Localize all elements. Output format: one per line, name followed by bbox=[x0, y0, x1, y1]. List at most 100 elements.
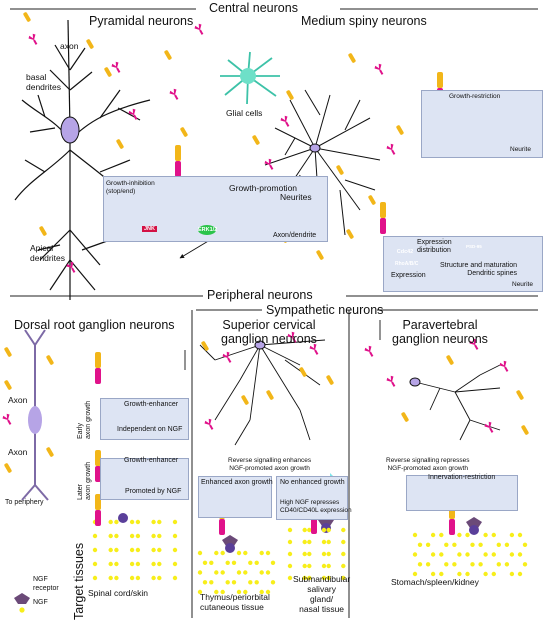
cd40l-ligand bbox=[286, 90, 294, 100]
growth-enhancer-1: Growth-enhancer bbox=[124, 401, 179, 408]
cd40-receptor bbox=[469, 338, 479, 350]
cd40l-ligand bbox=[4, 380, 12, 390]
neurites-label: Neurites bbox=[280, 192, 312, 202]
ngf-dot bbox=[321, 575, 327, 581]
ngf-dot bbox=[430, 571, 436, 577]
pvg-target-label: Stomach/spleen/kidney bbox=[391, 577, 479, 587]
scg-target-1: Thymus/periorbital cutaneous tissue bbox=[200, 592, 270, 612]
ngf-dot bbox=[504, 562, 510, 567]
cd40l-ligand bbox=[104, 67, 112, 77]
ngf-dot bbox=[265, 550, 271, 556]
ngf-dot bbox=[522, 562, 528, 567]
drg-early-panel bbox=[100, 398, 189, 440]
ngf-dot bbox=[254, 580, 259, 585]
cd40-receptor bbox=[374, 63, 384, 75]
ngf-dot bbox=[496, 562, 501, 567]
jnk-box: JNK bbox=[142, 226, 158, 232]
ngf-dot bbox=[214, 550, 219, 556]
drg-axon-label-2: Axon bbox=[8, 447, 28, 457]
ngf-dot bbox=[151, 533, 156, 539]
ngf-dot bbox=[341, 539, 346, 545]
ngf-dot bbox=[114, 561, 119, 567]
basal-dendrites-label: basal dendrites bbox=[26, 72, 61, 92]
pyramidal-soma bbox=[60, 116, 80, 144]
cd40l-ligand bbox=[116, 139, 124, 149]
ngf-dot bbox=[243, 550, 248, 556]
ngf-dot bbox=[129, 575, 135, 581]
ngf-dot bbox=[307, 551, 312, 557]
ngf-dot bbox=[197, 570, 203, 575]
drg-title: Dorsal root ganglion neurons bbox=[14, 318, 175, 332]
cd40l-ligand bbox=[396, 125, 404, 135]
cd40-cd40l-complex bbox=[95, 352, 101, 384]
cd40-receptor bbox=[386, 375, 396, 387]
ngf-dot bbox=[265, 570, 271, 575]
ngf-dot bbox=[172, 561, 178, 567]
ngf-dot bbox=[248, 560, 253, 565]
drg-soma bbox=[28, 406, 42, 434]
cd40-cd40l-complex bbox=[175, 145, 181, 177]
ngf-dot bbox=[496, 542, 501, 547]
ngf-dot bbox=[108, 533, 113, 539]
ngf-dot bbox=[478, 542, 483, 547]
pvg-restriction-panel bbox=[406, 475, 518, 511]
ngf-dot bbox=[129, 547, 135, 553]
cd40l-ligand bbox=[46, 447, 54, 457]
cd40-receptor bbox=[264, 158, 274, 170]
ngf-dot bbox=[302, 563, 307, 569]
growth-promotion-label: Growth-promotion bbox=[229, 183, 298, 193]
cd40l-ligand bbox=[180, 127, 188, 137]
scg-title: Superior cervical ganglion neurons bbox=[221, 318, 317, 346]
no-enhanced-label: No enhanced growth bbox=[280, 479, 345, 486]
ngf-dot bbox=[108, 561, 113, 567]
cd40l-ligand bbox=[4, 347, 12, 357]
ngf-dot bbox=[483, 552, 488, 557]
ngf-dots bbox=[19, 519, 528, 613]
ngf-dot bbox=[430, 532, 436, 538]
msn-soma bbox=[309, 143, 321, 153]
cd40-receptor bbox=[222, 351, 232, 363]
ngf-dot bbox=[470, 542, 475, 547]
ngf-dot bbox=[287, 539, 293, 545]
cd40l-ligand bbox=[164, 50, 172, 60]
ngf-dot bbox=[452, 542, 457, 547]
ngf-dot bbox=[108, 575, 113, 581]
ngf-dot bbox=[287, 527, 293, 533]
ngf-dot bbox=[417, 542, 423, 547]
early-axon-growth-label: Early axon growth bbox=[77, 400, 92, 439]
cd40l-ligand bbox=[201, 341, 209, 351]
ngf-dot bbox=[412, 532, 418, 538]
ngf-dot bbox=[151, 519, 156, 525]
ngf-dot bbox=[444, 562, 449, 567]
target-tissues-label: Target tissues bbox=[72, 542, 86, 620]
ngf-legend: NGF bbox=[33, 599, 48, 606]
ngf-dot bbox=[114, 547, 119, 553]
cd40-receptor bbox=[111, 61, 121, 73]
scg-reverse-label: Reverse signalling enhances NGF-promoted… bbox=[228, 457, 312, 472]
ngf-dot bbox=[135, 547, 141, 553]
axon-dendrite-label: Axon/dendrite bbox=[273, 232, 317, 239]
high-ngf-label: High NGF represses CD40/CD40L expression bbox=[280, 499, 352, 514]
cd40l-ligand bbox=[266, 390, 274, 400]
cd40-receptor bbox=[2, 413, 12, 425]
ngf-dot bbox=[129, 519, 135, 525]
ngf-dot bbox=[202, 580, 208, 585]
pvg-title: Paravertebral ganglion neurons bbox=[392, 318, 488, 346]
ngf-dot bbox=[287, 563, 293, 569]
cd40l-ligand bbox=[86, 39, 94, 49]
growth-inhibition-label: Growth-inhibition (stop/end) bbox=[106, 180, 155, 195]
ngf-dot bbox=[92, 575, 98, 581]
ngf-dot bbox=[172, 547, 178, 553]
ngf-dot bbox=[504, 542, 510, 547]
cd40l-ligand bbox=[316, 250, 324, 260]
ngf-dot bbox=[220, 570, 225, 575]
ngf-dot bbox=[425, 542, 431, 547]
ngf-dot bbox=[225, 560, 230, 565]
ngf-dot bbox=[225, 580, 230, 585]
ngf-dot bbox=[214, 589, 219, 595]
ngf-dot bbox=[287, 551, 293, 557]
ngf-dot bbox=[172, 519, 178, 525]
cd40l-ligand bbox=[348, 53, 356, 63]
flow-arrows bbox=[115, 206, 338, 489]
